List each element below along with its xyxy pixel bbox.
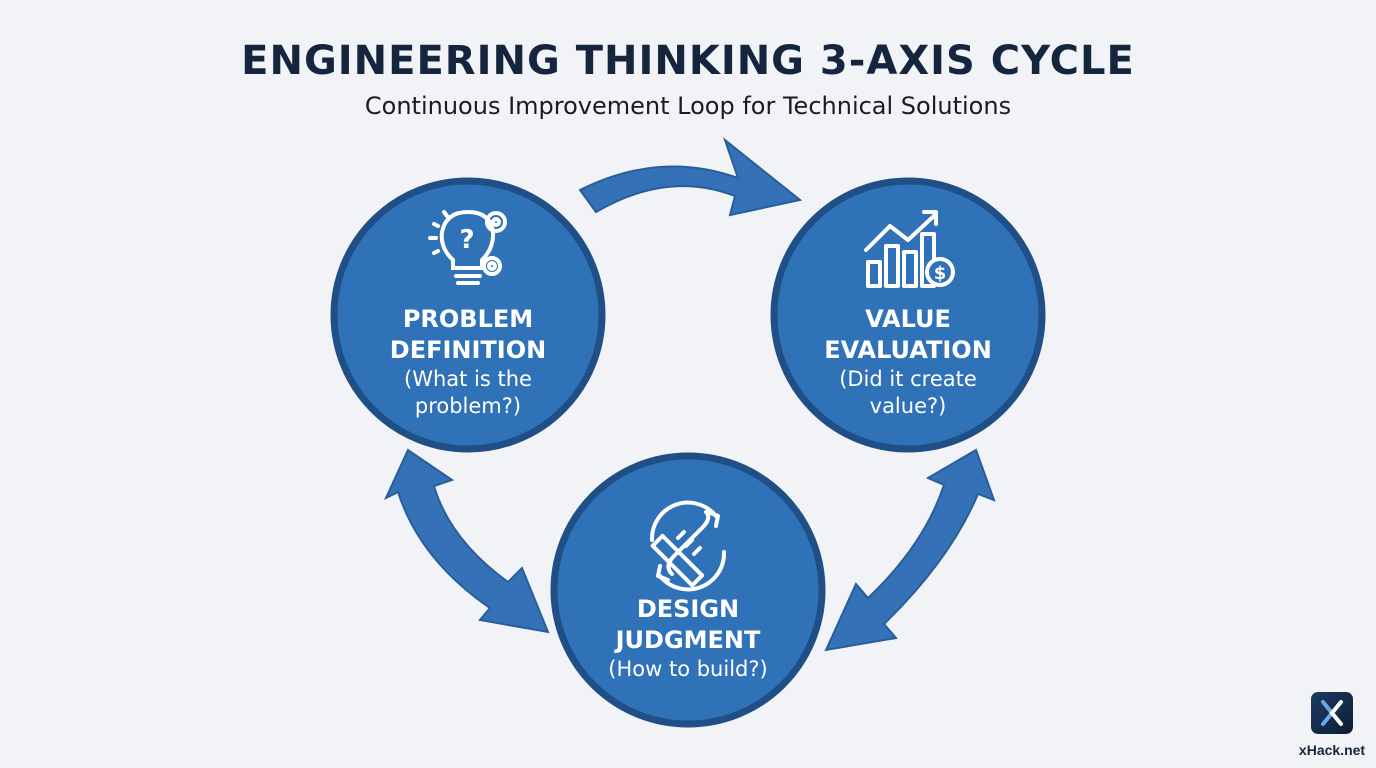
node-question: (What is the <box>404 367 532 391</box>
page-subtitle: Continuous Improvement Loop for Technica… <box>364 92 1012 120</box>
node-question: (How to build?) <box>608 657 768 681</box>
lightbulb-question-gears-icon: ? <box>428 209 507 285</box>
node-title: JUDGMENT <box>615 626 761 654</box>
brand: xHack.net <box>1296 692 1368 758</box>
page-title: ENGINEERING THINKING 3-AXIS CYCLE <box>241 38 1135 84</box>
node-question: problem?) <box>414 394 522 418</box>
svg-text:?: ? <box>459 225 474 255</box>
node-question: (Did it create <box>839 367 977 391</box>
node-value-evaluation-circle <box>770 177 1046 453</box>
brand-name: xHack.net <box>1298 742 1366 758</box>
node-value-evaluation: VALUE EVALUATION (Did it create value?) <box>793 304 1023 420</box>
growth-chart-dollar-icon: $ <box>864 210 955 288</box>
node-problem-definition-circle <box>330 177 606 453</box>
node-question: value?) <box>869 394 947 418</box>
node-title: VALUE <box>865 305 951 333</box>
svg-text:$: $ <box>934 263 947 284</box>
arrow-problem-to-value <box>578 137 803 217</box>
node-title: DEFINITION <box>389 336 547 364</box>
xhack-logo-icon <box>1311 692 1353 734</box>
node-title: DESIGN <box>636 595 740 623</box>
ruler-wrench-cycle-icon <box>649 500 727 592</box>
node-title: EVALUATION <box>824 336 992 364</box>
node-title: PROBLEM <box>402 305 534 333</box>
node-design-judgment: DESIGN JUDGMENT (How to build?) <box>573 594 803 683</box>
arrow-problem-design <box>383 448 550 634</box>
node-problem-definition: PROBLEM DEFINITION (What is the problem?… <box>353 304 583 420</box>
arrow-design-value <box>824 448 996 652</box>
